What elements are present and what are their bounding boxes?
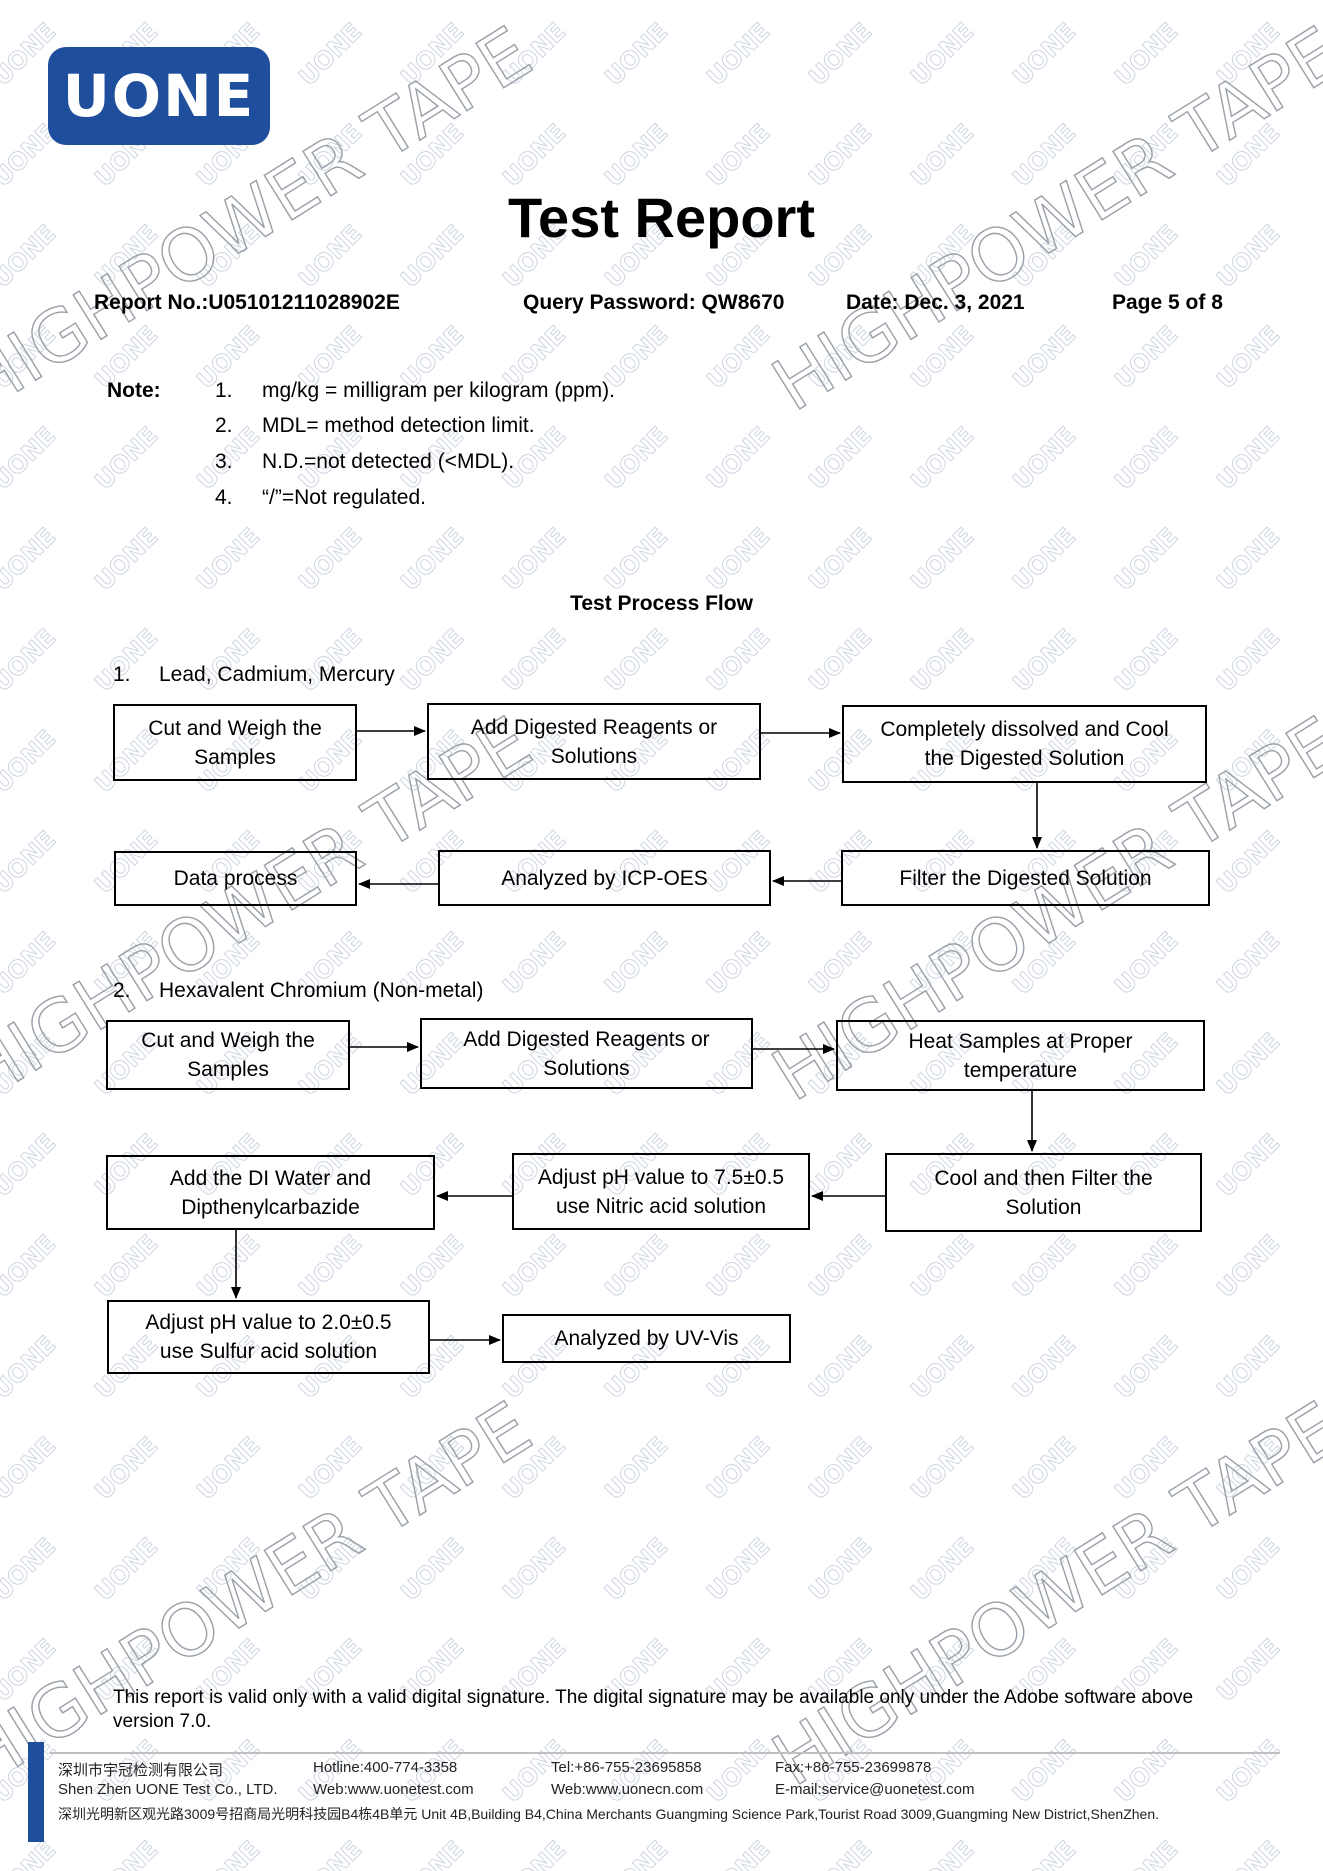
disclaimer: This report is valid only with a valid d…: [113, 1687, 1194, 1732]
note-number: 2.: [215, 414, 233, 437]
flow-box-dissolve-cool: Completely dissolved and Cool the Digest…: [842, 705, 1207, 783]
flow-box-cut-weigh: Cut and Weigh the Samples: [113, 704, 357, 781]
flow-box-cut-weigh: Cut and Weigh the Samples: [106, 1020, 350, 1090]
note-text: mg/kg = milligram per kilogram (ppm).: [262, 379, 616, 402]
note-label: Note:: [107, 379, 161, 402]
section-title: Hexavalent Chromium (Non-metal): [159, 979, 484, 1002]
footer-tel: Tel:+86-755-23695858: [551, 1759, 702, 1776]
flow-box-adjust-ph-sulfur: Adjust pH value to 2.0±0.5 use Sulfur ac…: [107, 1300, 430, 1374]
page-number: Page 5 of 8: [1112, 291, 1223, 314]
note-text: N.D.=not detected (<MDL).: [262, 450, 515, 473]
report-number: Report No.:U05101211028902E: [94, 291, 400, 314]
section-number: 2.: [113, 979, 131, 1002]
query-password: Query Password: QW8670: [523, 291, 785, 314]
flow-box-uv-vis: Analyzed by UV-Vis: [502, 1314, 791, 1363]
section-number: 1.: [113, 663, 131, 686]
note-number: 3.: [215, 450, 233, 473]
flow-title: Test Process Flow: [570, 592, 753, 615]
page-title: Test Report: [508, 186, 815, 249]
footer-divider: [50, 1752, 1280, 1754]
section-title: Lead, Cadmium, Mercury: [159, 663, 395, 686]
footer-web-link[interactable]: Web:www.uonetest.com: [313, 1781, 474, 1798]
flow-box-add-reagents: Add Digested Reagents or Solutions: [420, 1018, 753, 1089]
footer-accent-bar: [28, 1742, 44, 1842]
flow-box-data-process: Data process: [114, 851, 357, 906]
uone-logo: UONE: [48, 47, 270, 145]
note-number: 4.: [215, 486, 233, 509]
flow-box-cool-filter: Cool and then Filter the Solution: [885, 1153, 1202, 1232]
logo-text: UONE: [62, 62, 256, 130]
footer-company-en: Shen Zhen UONE Test Co., LTD.: [58, 1781, 278, 1798]
note-text: MDL= method detection limit.: [262, 414, 535, 437]
note-text: “/”=Not regulated.: [262, 486, 427, 509]
footer-fax: Fax:+86-755-23699878: [775, 1759, 932, 1776]
flow-box-adjust-ph-nitric: Adjust pH value to 7.5±0.5 use Nitric ac…: [512, 1153, 810, 1230]
footer-company-cn: 深圳市宇冠检测有限公司: [58, 1762, 224, 1779]
report-date: Date: Dec. 3, 2021: [846, 291, 1025, 314]
footer-address: 深圳光明新区观光路3009号招商局光明科技园B4栋4B单元 Unit 4B,Bu…: [58, 1806, 1159, 1822]
flow-box-di-water: Add the DI Water and Dipthenylcarbazide: [106, 1155, 435, 1230]
footer-web-link[interactable]: Web:www.uonecn.com: [551, 1781, 704, 1798]
flow-box-filter: Filter the Digested Solution: [841, 850, 1210, 906]
flow-box-heat-samples: Heat Samples at Proper temperature: [836, 1020, 1205, 1091]
footer-email-link[interactable]: E-mail:service@uonetest.com: [775, 1781, 975, 1798]
flow-box-add-reagents: Add Digested Reagents or Solutions: [427, 703, 761, 780]
footer-hotline: Hotline:400-774-3358: [313, 1759, 458, 1776]
flow-box-icp-oes: Analyzed by ICP-OES: [438, 850, 771, 906]
note-number: 1.: [215, 379, 233, 402]
